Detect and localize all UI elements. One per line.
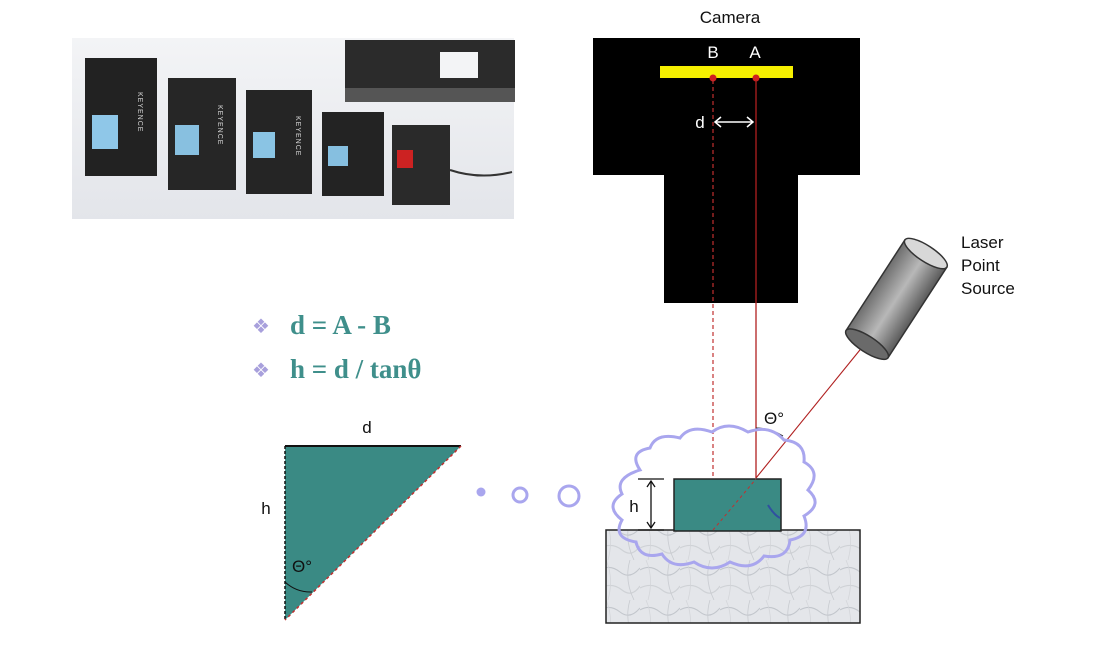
surface-block: [605, 529, 861, 624]
sensor-unit: [392, 125, 450, 205]
triangle-label-h: h: [261, 499, 270, 518]
camera-label-a: A: [749, 43, 761, 62]
thought-dot-large: [557, 484, 581, 508]
sensor-unit: KEYENCE: [85, 58, 157, 176]
triangle-label-d: d: [362, 418, 371, 437]
laser-label-line3: Source: [961, 279, 1015, 298]
formula-bullet: ❖: [252, 314, 270, 338]
distance-arrow: [713, 116, 755, 128]
svg-text:KEYENCE: KEYENCE: [136, 92, 143, 132]
svg-text:KEYENCE: KEYENCE: [294, 116, 301, 156]
formula-h: h = d / tanθ: [290, 354, 422, 384]
svg-text:KEYENCE: KEYENCE: [216, 105, 223, 145]
triangle-angle-arc: [284, 581, 313, 593]
object-mark: [767, 504, 781, 519]
angle-label: Θ°: [764, 409, 784, 428]
thought-dot-medium: [511, 486, 529, 504]
object-diagonal: [712, 478, 757, 531]
height-label: h: [629, 497, 638, 516]
photo-stand-hole: [440, 52, 478, 78]
camera-body: [593, 38, 860, 303]
formula-list: ❖ d = A - B ❖ h = d / tanθ: [252, 310, 422, 384]
point-b-marker: [709, 74, 717, 82]
height-dimension: [638, 478, 664, 531]
sensor-unit: KEYENCE: [246, 90, 312, 194]
laser-label-line1: Laser: [961, 233, 1004, 252]
laser-beam: [755, 339, 869, 479]
camera-label-d: d: [695, 113, 704, 132]
product-photo: KEYENCE KEYENCE KEYENCE: [72, 38, 515, 219]
point-a-marker: [752, 74, 760, 82]
laser-label-line2: Point: [961, 256, 1000, 275]
laser-source-cylinder: [844, 237, 949, 361]
geometry-triangle: [284, 445, 462, 621]
thought-dot-small: [476, 487, 486, 497]
thought-cloud: [611, 424, 817, 570]
camera-title: Camera: [700, 8, 761, 27]
formula-bullet: ❖: [252, 358, 270, 382]
raised-object: [673, 478, 782, 532]
sensor-cable: [449, 169, 513, 177]
photo-stand-base: [345, 88, 515, 102]
camera-label-b: B: [707, 43, 718, 62]
camera-sensor-strip: [660, 66, 793, 78]
sensor-unit: [322, 112, 384, 196]
formula-d: d = A - B: [290, 310, 391, 340]
triangle-angle-label: Θ°: [292, 557, 312, 576]
sensor-unit: KEYENCE: [168, 78, 236, 190]
